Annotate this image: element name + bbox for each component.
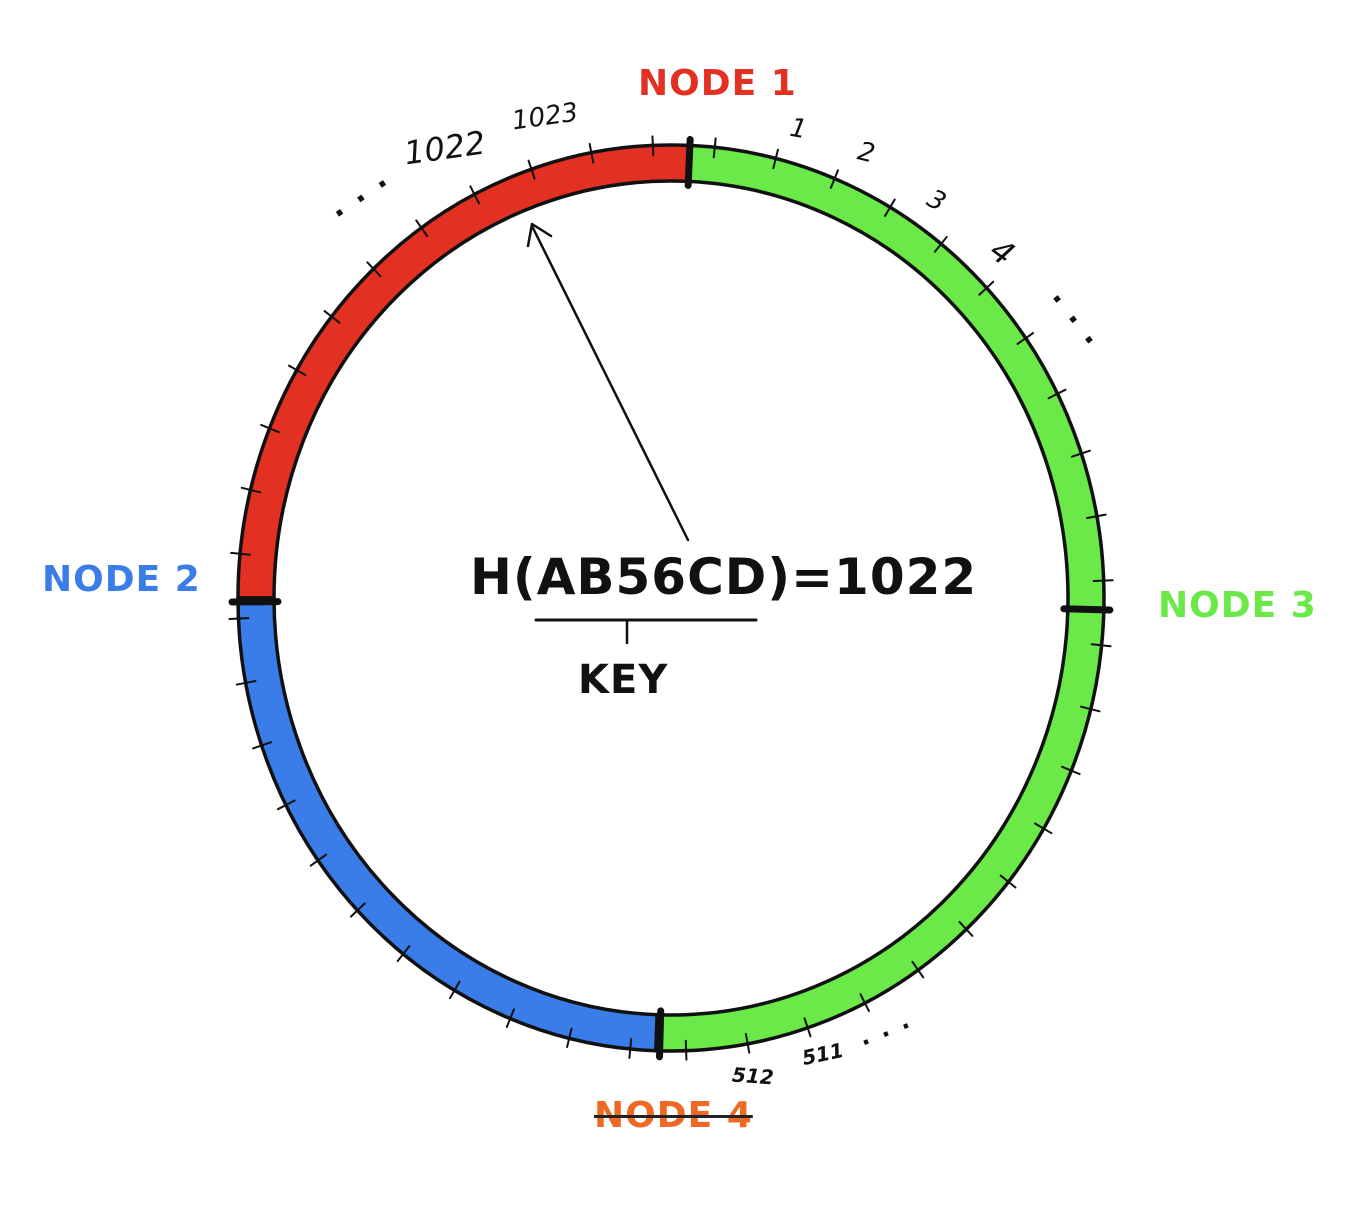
ring-tick	[276, 799, 296, 811]
ring-tick	[588, 142, 595, 164]
ring-ticks	[228, 135, 1114, 1061]
node-3-position-marker	[1060, 605, 1114, 614]
ring-tick	[469, 185, 480, 205]
ring-tick	[366, 261, 382, 278]
ring-tick	[712, 137, 717, 159]
node-2-label: NODE 2	[42, 559, 201, 600]
ring-tick	[287, 364, 307, 377]
ring-tick	[1090, 643, 1112, 648]
ring-tick	[744, 1032, 751, 1054]
node-4-label-removed: NODE 4	[594, 1095, 753, 1136]
ring-tick	[396, 945, 411, 963]
ring-tick	[978, 280, 995, 296]
ring-tick	[911, 960, 925, 979]
ring-tick	[415, 219, 429, 238]
ring-tick	[309, 853, 328, 867]
ring-tick	[228, 617, 250, 620]
ring-tick	[449, 980, 461, 1000]
ring-tick	[999, 874, 1017, 889]
ring-tick	[505, 1008, 515, 1028]
node-3-label: NODE 3	[1158, 585, 1317, 626]
ring-tick	[252, 741, 273, 750]
ring-tick	[527, 159, 536, 180]
ring-tick	[803, 1017, 812, 1038]
key-label: KEY	[578, 657, 669, 703]
ring-tick	[323, 310, 341, 324]
ring-tick	[958, 920, 974, 937]
ring-tick	[1080, 705, 1101, 713]
node-dividers	[228, 135, 1114, 1061]
ring-tick	[772, 148, 779, 170]
ring-tick	[884, 198, 896, 217]
key-brace	[534, 618, 758, 645]
ring-tick	[933, 235, 948, 253]
ring-tick	[260, 423, 280, 434]
ring-tick	[240, 486, 262, 494]
tick-label-512: 512	[731, 1062, 775, 1090]
hash-expression: H(AB56CD)=1022	[470, 548, 978, 606]
ring-tick	[1061, 765, 1081, 776]
ring-tick	[684, 1039, 688, 1061]
ring-tick	[235, 680, 257, 686]
ring-tick	[1086, 513, 1107, 520]
ring-tick	[628, 1038, 633, 1059]
node-4-position-marker	[656, 1007, 665, 1061]
node-1-label: NODE 1	[638, 63, 797, 104]
ring-tick	[1070, 449, 1091, 458]
arc-node-1	[236, 143, 692, 600]
ring-tick	[1034, 822, 1053, 835]
ring-tick	[1016, 332, 1035, 345]
ring-tick	[230, 551, 252, 556]
ring-tick	[651, 135, 655, 157]
ring-tick	[1092, 579, 1114, 582]
ring-tick	[829, 169, 840, 189]
ring-tick	[859, 993, 870, 1013]
key-arrow	[526, 222, 690, 542]
ring-tick	[1047, 388, 1067, 400]
ring-tick	[566, 1027, 573, 1049]
node-1-position-marker	[684, 135, 694, 189]
ring-tick	[349, 902, 366, 918]
